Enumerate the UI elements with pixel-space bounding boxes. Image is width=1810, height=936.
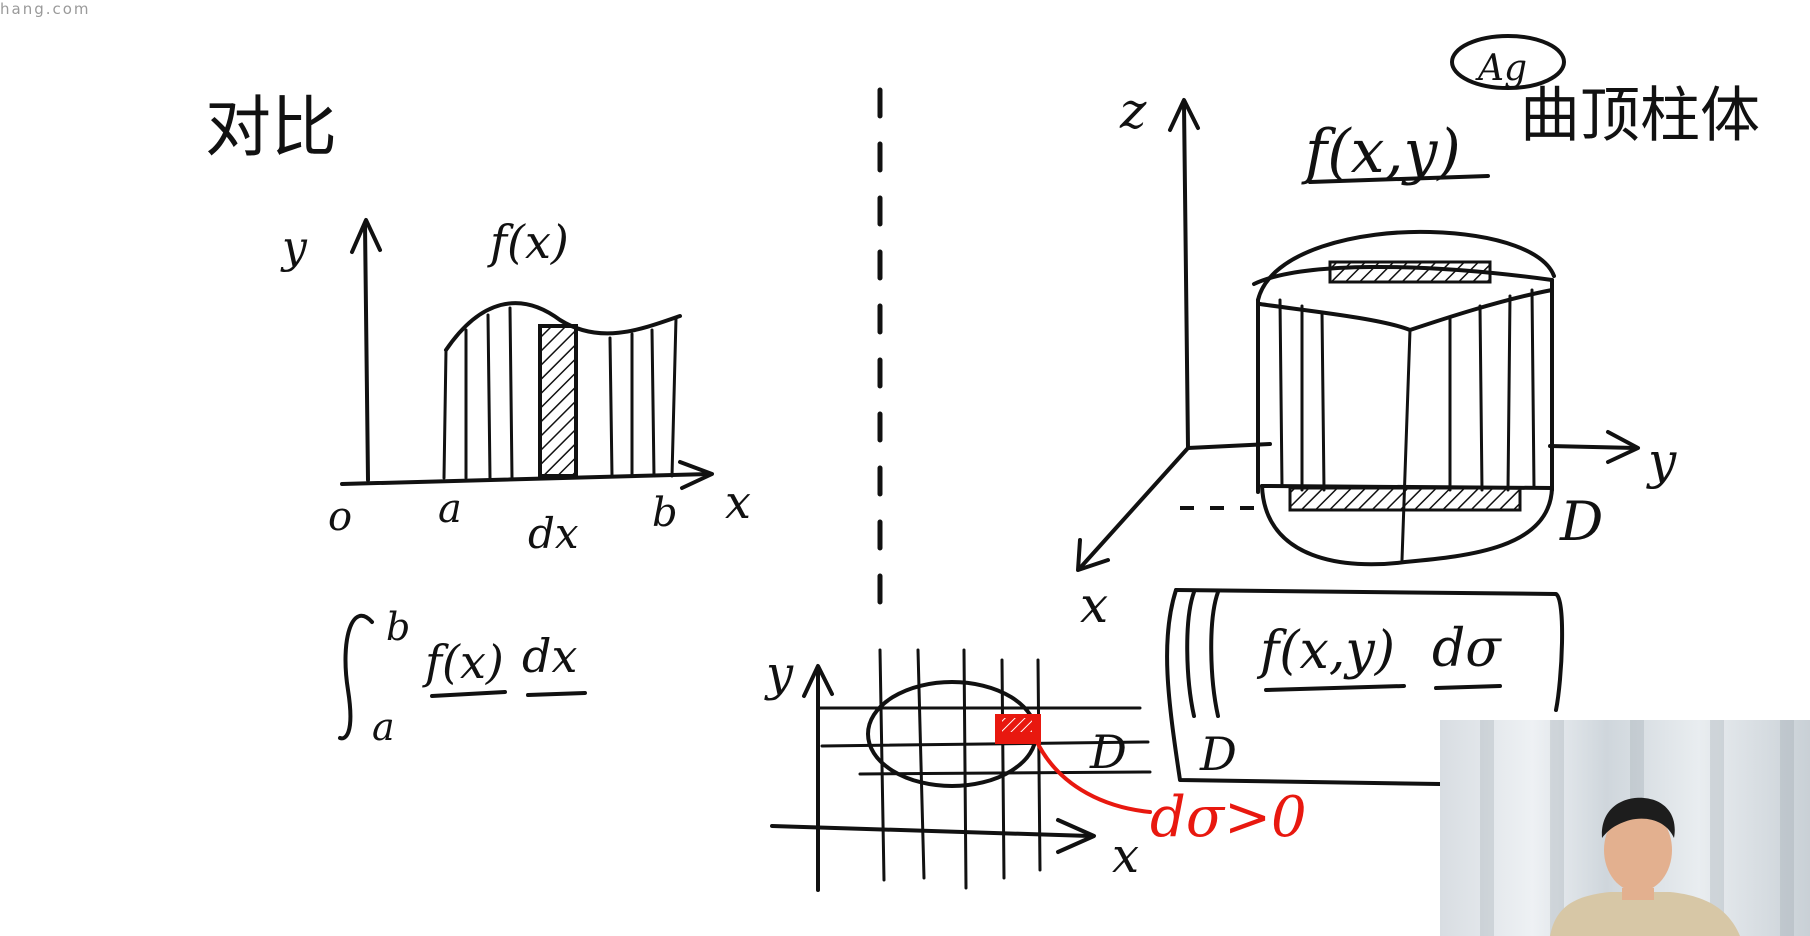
left-function-label: f(x) [487, 215, 569, 269]
integral-differential: dσ [1432, 619, 1502, 679]
integral-region: D [1199, 727, 1237, 781]
heading-text: 曲顶柱体 [1520, 81, 1760, 151]
z-label: z [1119, 82, 1147, 140]
left-x-label: x [725, 475, 751, 529]
left-dx-label: dx [528, 509, 579, 558]
left-y-label: y [280, 222, 308, 273]
integral-frame [1174, 588, 1565, 712]
grid-x-label: x [1112, 828, 1139, 884]
compare-title: 对比 [205, 89, 337, 166]
left-integrand: f(x) [422, 635, 504, 689]
left-integral: b a f(x) dx [338, 605, 587, 749]
z-arrow [1168, 98, 1200, 132]
presenter-webcam [1440, 720, 1810, 936]
top-hatch [1328, 260, 1492, 284]
grid-y-label: y [764, 646, 794, 702]
z-axis [1182, 103, 1190, 450]
region-label-3d: D [1559, 490, 1603, 553]
left-b-label: b [652, 490, 678, 536]
left-x-arrow [678, 460, 714, 490]
integral-integrand: f(x,y) [1256, 621, 1395, 681]
left-origin-label: o [328, 494, 352, 540]
right-differential-underline [1434, 684, 1502, 690]
grid-region-label: D [1089, 725, 1127, 779]
base-ellipse-front [1260, 484, 1554, 567]
left-integral-lower: a [372, 705, 395, 749]
x-axis [1078, 446, 1190, 570]
right-y-label: y [1646, 432, 1677, 490]
left-curve [444, 301, 682, 352]
x-arrow [1076, 538, 1110, 572]
integral-sign-2-icon [1209, 590, 1220, 718]
integrand-underline [430, 690, 507, 698]
cylinder-top-front [1258, 288, 1554, 332]
integral-sign-icon [338, 613, 374, 741]
left-axes [340, 218, 714, 490]
right-x-label: x [1080, 576, 1108, 634]
left-a-label: a [438, 486, 462, 532]
integral-sign-1-icon [1185, 590, 1196, 718]
right-axes [1076, 98, 1640, 572]
grid-diagram [770, 648, 1152, 892]
y-arrow [1606, 430, 1640, 464]
d-sigma-note: dσ>0 [1150, 785, 1307, 850]
left-curve-and-strips [442, 301, 682, 480]
d-sigma-pointer [1034, 738, 1152, 814]
grid-y-arrow [802, 664, 834, 698]
cylinder-top-back [1256, 229, 1556, 302]
cylinder-body [1252, 229, 1556, 567]
watermark: hang.com [0, 0, 91, 18]
circled-note: Ag [1475, 48, 1527, 89]
grid-x-arrow [1056, 818, 1096, 854]
right-integrand-underline [1264, 684, 1406, 692]
left-dx-strip [538, 324, 578, 478]
left-integral-upper: b [386, 605, 410, 649]
left-x-axis [340, 472, 712, 486]
integral-frame-left [1165, 588, 1442, 786]
heading-underline [1308, 174, 1490, 184]
differential-underline [526, 691, 587, 697]
heading-function: f(x,y) [1301, 117, 1461, 187]
double-integral: D f(x,y) dσ [1165, 588, 1565, 786]
left-y-arrow [350, 218, 382, 254]
presenter-video-icon [1550, 797, 1740, 936]
y-axis-far [1548, 444, 1638, 450]
left-y-axis [363, 223, 370, 482]
circled-note-outline [1450, 34, 1566, 90]
grid-x-axis [770, 824, 1092, 838]
base-hatch [1288, 486, 1522, 512]
left-differential: dx [522, 629, 577, 683]
